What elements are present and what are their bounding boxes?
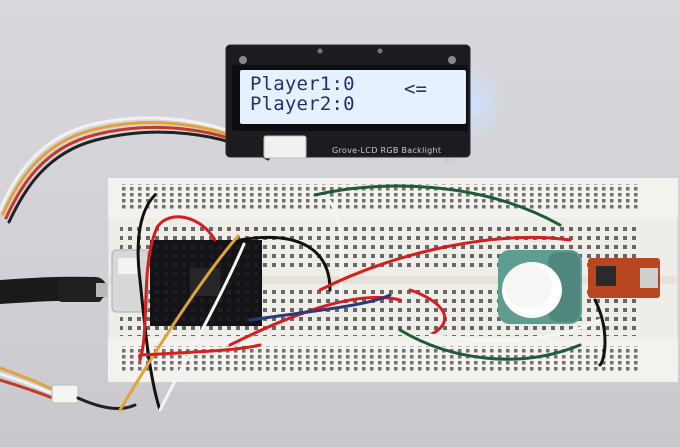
rotary-knob	[498, 250, 582, 324]
usb-cable	[0, 276, 110, 304]
grove-cable-bottom	[0, 366, 137, 410]
lcd-line-1: Player1:0	[250, 73, 355, 95]
grove-cable-top	[0, 116, 270, 224]
board-label: Grove-LCD RGB Backlight	[332, 146, 442, 155]
lcd-module	[225, 44, 500, 159]
jumper-wires	[118, 184, 607, 412]
lcd-cursor-arrow: <=	[404, 78, 427, 100]
lcd-line-2: Player2:0	[250, 93, 355, 115]
microcontroller-board	[111, 240, 262, 326]
sensor-board	[588, 258, 660, 298]
board-version: V4.0	[444, 159, 456, 165]
